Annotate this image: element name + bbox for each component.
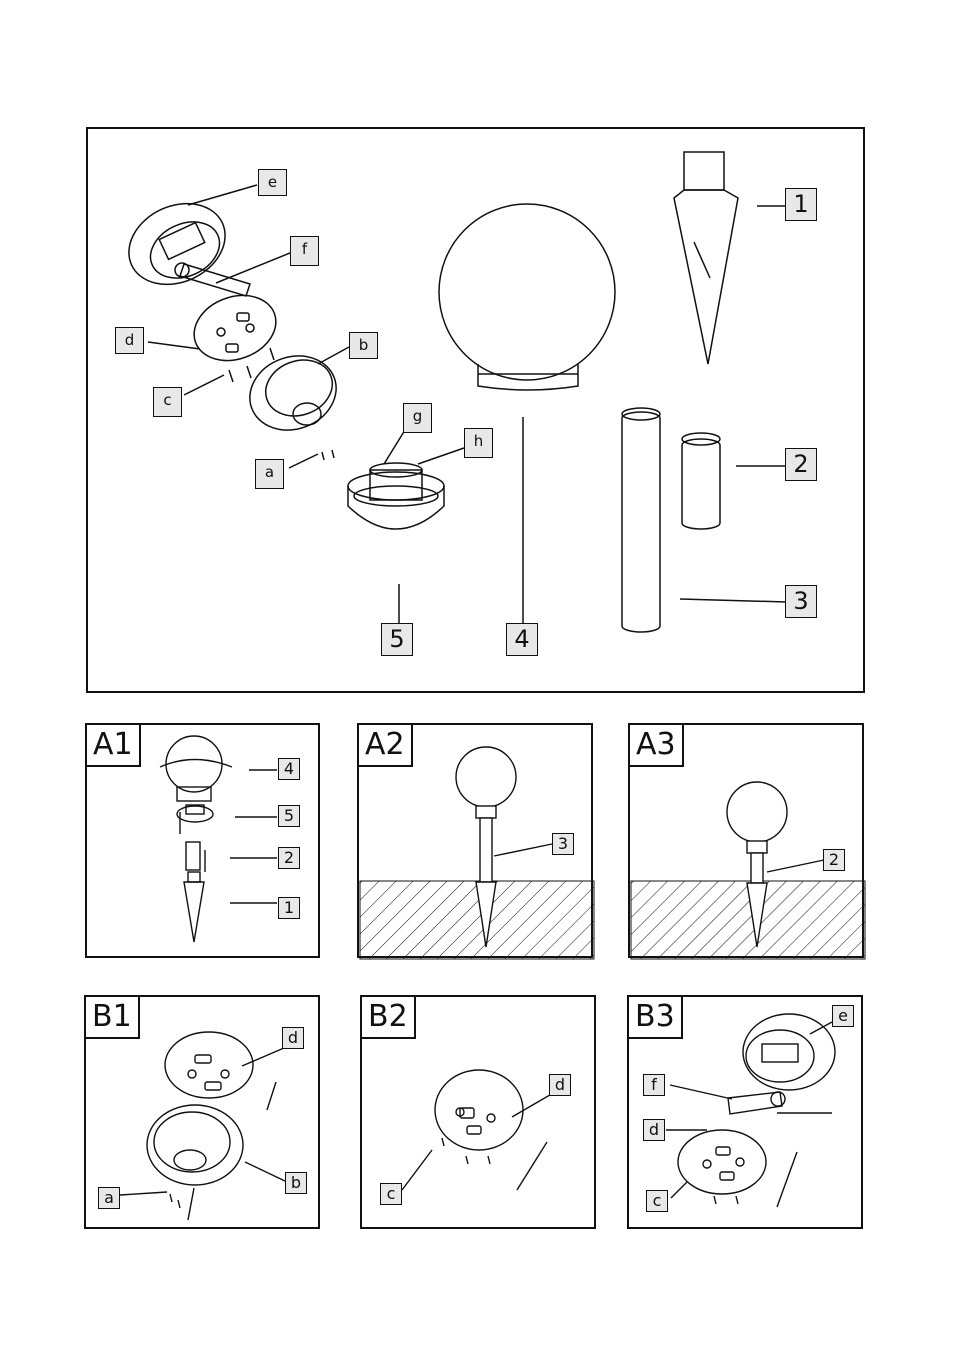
b3-label-e: e [832, 1005, 854, 1027]
parts-overview-panel: e f d b c a g h 1 2 3 4 5 [86, 127, 865, 693]
label-d: d [115, 327, 144, 354]
solar-unit-5-shape [347, 486, 445, 530]
panel-tag-b2: B2 [362, 997, 416, 1039]
label-1: 1 [785, 188, 817, 221]
plate-d-shape [193, 294, 277, 362]
label-e: e [258, 169, 287, 196]
b3-label-d: d [643, 1119, 665, 1141]
label-f: f [290, 236, 319, 266]
a2-label-3: 3 [552, 833, 574, 855]
panel-a3: A3 2 [628, 723, 866, 960]
label-b: b [349, 332, 378, 359]
label-3: 3 [785, 585, 817, 618]
b2-label-d: d [549, 1074, 571, 1096]
b3-label-f: f [643, 1074, 665, 1096]
b1-label-d: d [282, 1027, 304, 1049]
panel-tag-a2: A2 [359, 725, 413, 767]
panel-b3: B3 e f d c [627, 995, 863, 1229]
label-h: h [464, 428, 493, 458]
panel-b2: B2 d c [360, 995, 596, 1229]
spike-1-shape [673, 189, 739, 365]
panel-tag-a1: A1 [87, 725, 141, 767]
b3-label-c: c [646, 1190, 668, 1212]
short-tube-2-shape [681, 438, 721, 530]
panel-a2: A2 3 [357, 723, 595, 960]
label-c: c [153, 387, 182, 417]
base-b-shape [249, 355, 337, 431]
panel-tag-b3: B3 [629, 997, 683, 1039]
a3-label-2: 2 [823, 849, 845, 871]
a1-label-1: 1 [278, 897, 300, 919]
a1-label-4: 4 [278, 758, 300, 780]
label-g: g [403, 403, 432, 433]
long-tube-3-shape [621, 411, 661, 633]
label-4: 4 [506, 623, 538, 656]
parts-overview-drawing [128, 151, 788, 633]
b1-label-a: a [98, 1187, 120, 1209]
globe-4-shape [438, 203, 616, 381]
label-5: 5 [381, 623, 413, 656]
panel-tag-a3: A3 [630, 725, 684, 767]
panel-tag-b1: B1 [86, 997, 140, 1039]
label-a: a [255, 459, 284, 489]
a1-label-2: 2 [278, 847, 300, 869]
b1-label-b: b [285, 1172, 307, 1194]
panel-a1: A1 4 5 2 1 [85, 723, 320, 958]
housing-e-shape [128, 202, 226, 286]
panel-b1: B1 d a b [84, 995, 320, 1229]
b2-label-c: c [380, 1183, 402, 1205]
label-2: 2 [785, 448, 817, 481]
a1-label-5: 5 [278, 805, 300, 827]
